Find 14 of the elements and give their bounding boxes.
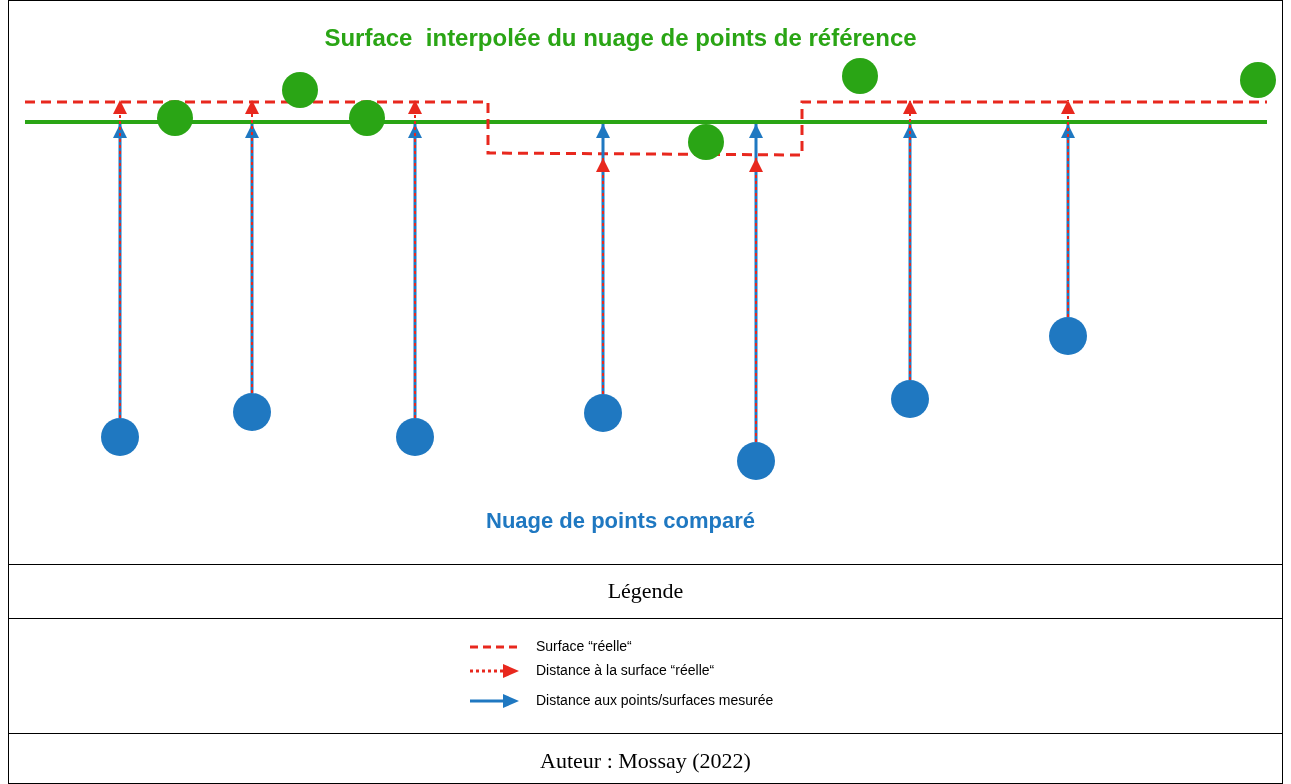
surface-title: Surface interpolée du nuage de points de référence: [324, 24, 917, 52]
legend-heading: Légende: [607, 578, 684, 604]
legend-text: Distance à la surface “réelle“: [536, 662, 715, 678]
measured-point: [1049, 317, 1087, 355]
measured-point: [396, 418, 434, 456]
legend-text: Distance aux points/surfaces mesurée: [536, 692, 774, 708]
point-cloud-label: Nuage de points comparé: [486, 508, 755, 534]
measured-point: [891, 380, 929, 418]
legend-text: Surface “réelle“: [536, 638, 632, 654]
measured-point: [101, 418, 139, 456]
measured-point: [584, 394, 622, 432]
measured-point: [233, 393, 271, 431]
measured-point: [737, 442, 775, 480]
credit-text: Auteur : Mossay (2022): [540, 748, 751, 774]
